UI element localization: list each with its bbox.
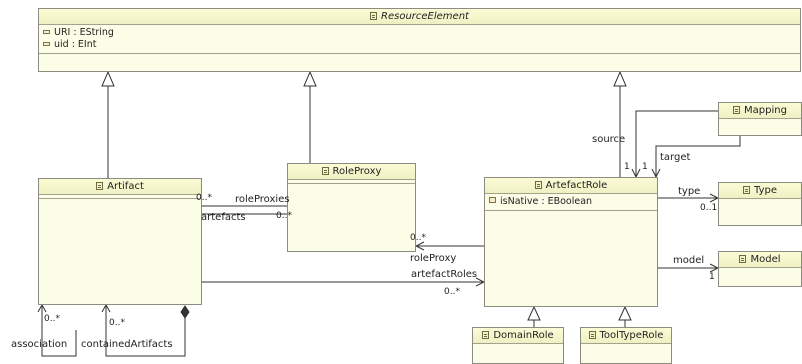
eclass-icon xyxy=(370,12,378,20)
mult-type: 0..1 xyxy=(700,203,718,213)
eclass-icon xyxy=(321,167,329,175)
class-artifact[interactable]: Artifact xyxy=(38,178,202,305)
generalization-tooltyperole xyxy=(618,305,632,327)
assoc-association-loop xyxy=(41,330,77,357)
assoc-contained-loop xyxy=(105,318,186,357)
attribute-compartment xyxy=(39,195,201,199)
class-header: Mapping xyxy=(719,103,801,119)
mult-target: 1 xyxy=(642,162,648,172)
generalization-roleproxy xyxy=(303,70,317,163)
attribute-icon xyxy=(43,42,50,46)
class-header: RoleProxy xyxy=(288,164,415,180)
eclass-icon xyxy=(733,106,741,114)
mult-source: 1 xyxy=(624,162,630,172)
generalization-domainrole xyxy=(527,305,541,327)
class-type[interactable]: Type xyxy=(718,182,802,226)
attribute-compartment: URI : EString uid : EInt xyxy=(39,25,800,54)
generalization-artifact xyxy=(101,70,115,178)
eclass-icon xyxy=(534,181,542,189)
attribute-icon xyxy=(489,197,496,203)
class-header: ArtefactRole xyxy=(485,178,657,194)
class-name: Mapping xyxy=(744,105,787,116)
class-artefact-role[interactable]: ArtefactRole isNative : EBoolean xyxy=(484,177,658,307)
label-type: type xyxy=(678,186,701,197)
class-tool-type-role[interactable]: ToolTypeRole xyxy=(580,327,672,364)
label-role-proxies: roleProxies xyxy=(235,194,290,205)
label-association: association xyxy=(11,339,68,350)
generalization-artefactrole xyxy=(613,70,627,177)
class-name: Artifact xyxy=(107,181,144,192)
attribute-compartment xyxy=(288,180,415,184)
attribute-compartment: isNative : EBoolean xyxy=(485,194,657,211)
mult-contained-artifacts: 0..* xyxy=(109,318,125,328)
class-name: ToolTypeRole xyxy=(599,330,664,341)
class-model[interactable]: Model xyxy=(718,251,802,287)
class-resource-element[interactable]: ResourceElement URI : EString uid : EInt xyxy=(38,8,801,72)
composition-diamond xyxy=(180,305,190,319)
label-role-proxy: roleProxy xyxy=(410,253,457,264)
eclass-icon xyxy=(482,331,490,339)
class-domain-role[interactable]: DomainRole xyxy=(472,327,564,364)
attribute-icon xyxy=(43,30,50,34)
class-header: DomainRole xyxy=(473,328,563,344)
class-name: DomainRole xyxy=(493,330,554,341)
attribute-uid[interactable]: uid : EInt xyxy=(43,39,796,51)
class-header: ResourceElement xyxy=(39,9,800,25)
mult-artefact-roles: 0..* xyxy=(444,287,460,297)
class-name: Model xyxy=(750,254,781,265)
class-header: Model xyxy=(719,252,801,268)
eclass-icon xyxy=(96,182,104,190)
eclass-icon xyxy=(739,255,747,263)
eclass-icon xyxy=(588,331,596,339)
label-artefacts: artefacts xyxy=(201,212,246,223)
mult-role-proxy: 0..* xyxy=(410,233,426,243)
class-header: Artifact xyxy=(39,179,201,195)
label-artefact-roles: artefactRoles xyxy=(411,269,478,280)
class-header: ToolTypeRole xyxy=(581,328,671,344)
eclass-icon xyxy=(743,186,751,194)
class-role-proxy[interactable]: RoleProxy xyxy=(287,163,416,252)
mult-association: 0..* xyxy=(44,314,60,324)
label-target: target xyxy=(660,152,691,163)
attribute-uri[interactable]: URI : EString xyxy=(43,27,796,39)
class-name: Type xyxy=(754,185,777,196)
label-model: model xyxy=(673,255,705,266)
class-mapping[interactable]: Mapping xyxy=(718,102,802,136)
mult-role-proxies-source: 0..* xyxy=(196,193,212,203)
label-source: source xyxy=(592,134,626,145)
assoc-target-line xyxy=(656,136,741,177)
class-name: ResourceElement xyxy=(381,11,469,22)
assoc-source-line xyxy=(636,110,718,177)
label-contained-artifacts: containedArtifacts xyxy=(81,339,173,350)
class-header: Type xyxy=(719,183,801,199)
mult-artefacts: 0..* xyxy=(276,211,292,221)
class-name: RoleProxy xyxy=(332,166,382,177)
class-name: ArtefactRole xyxy=(545,180,608,191)
mult-model: 1 xyxy=(709,272,715,282)
attribute-is-native[interactable]: isNative : EBoolean xyxy=(489,196,653,208)
